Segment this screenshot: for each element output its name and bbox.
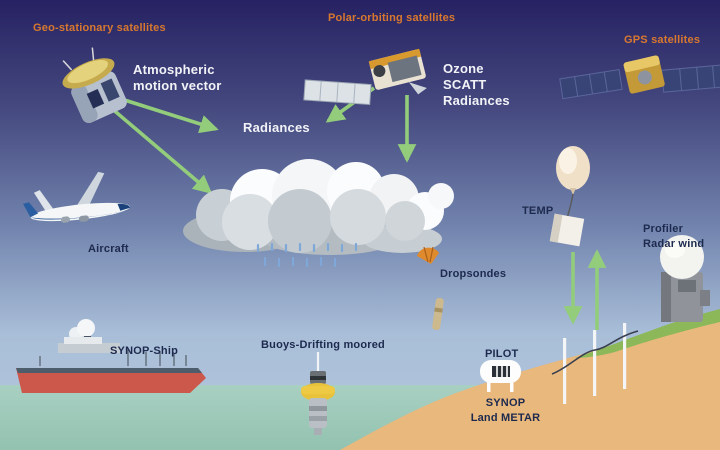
radiosonde-box-icon bbox=[549, 213, 585, 247]
radiosonde-balloon-icon bbox=[556, 146, 590, 223]
power-line-icon bbox=[551, 323, 639, 404]
label-atmospheric-motion-vector: Atmospheric motion vector bbox=[133, 62, 222, 93]
green-data-arrows bbox=[108, 86, 607, 330]
label-gps-satellites: GPS satellites bbox=[624, 34, 701, 46]
stevenson-screen-icon bbox=[480, 360, 521, 392]
wind-profiler-radar-icon bbox=[660, 235, 710, 322]
label-dropsondes: Dropsondes bbox=[440, 268, 507, 280]
parachute-icon bbox=[417, 246, 439, 264]
cloud-icon bbox=[183, 159, 454, 255]
dropsonde-icon bbox=[432, 297, 444, 331]
buoy-icon bbox=[301, 352, 335, 435]
label-profiler-radar-wind: Profiler Radar wind bbox=[643, 223, 705, 250]
label-synop-ship: SYNOP-Ship bbox=[110, 345, 179, 357]
label-geo-stationary-satellites: Geo-stationary satellites bbox=[33, 22, 166, 34]
rain-icon bbox=[256, 242, 358, 268]
geo-satellite-icon bbox=[62, 47, 127, 123]
arrow-geo-to-radiances bbox=[114, 95, 219, 134]
arrow-geo-to-cloud bbox=[108, 105, 213, 194]
ship-icon bbox=[16, 319, 206, 393]
label-radiances: Radiances bbox=[243, 120, 310, 135]
aircraft-icon bbox=[23, 171, 131, 223]
label-temp: TEMP bbox=[522, 205, 554, 217]
label-pilot: PILOT bbox=[485, 348, 519, 360]
label-buoys-drifting-moored: Buoys-Drifting moored bbox=[261, 339, 385, 351]
gps-satellite-icon bbox=[559, 55, 720, 100]
label-ozone-scatt-radiances: Ozone SCATT Radiances bbox=[443, 61, 510, 108]
label-aircraft: Aircraft bbox=[88, 243, 129, 255]
label-synop-land-metar: SYNOP Land METAR bbox=[470, 397, 541, 424]
polar-satellite-icon bbox=[303, 48, 427, 106]
label-polar-orbiting-satellites: Polar-orbiting satellites bbox=[328, 12, 456, 24]
